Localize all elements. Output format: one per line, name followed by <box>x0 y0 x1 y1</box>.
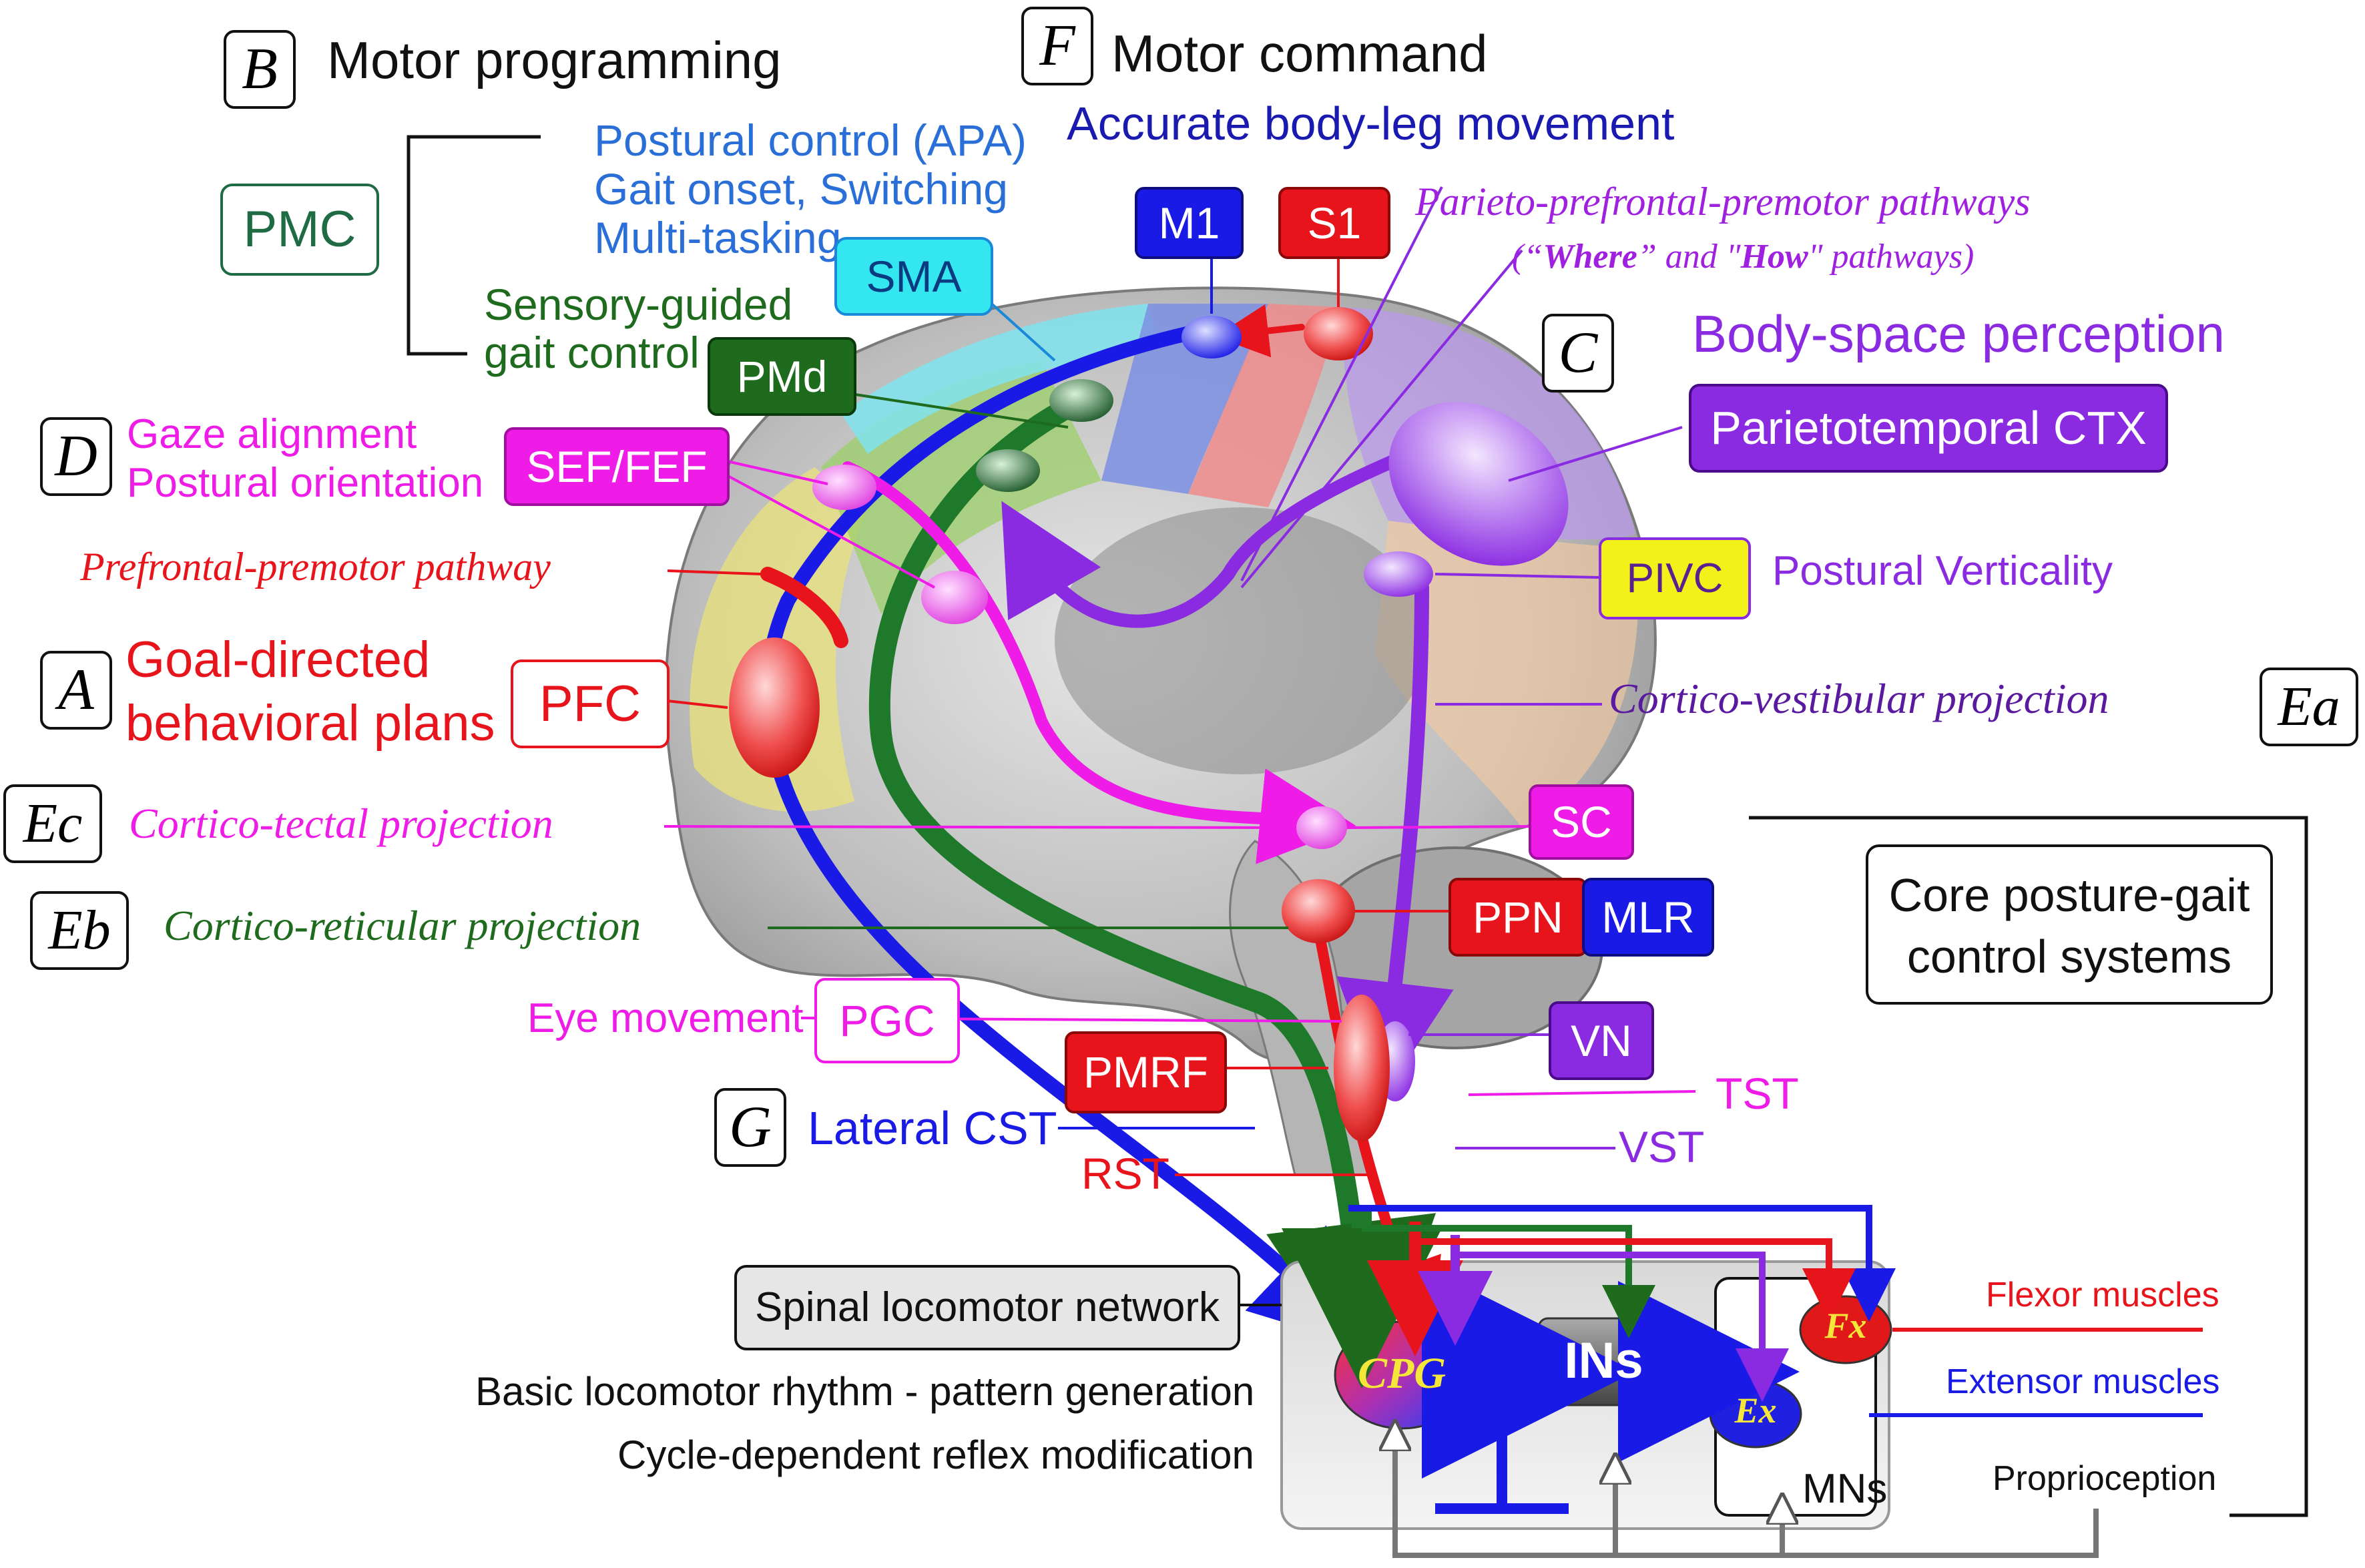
leader-lines <box>664 186 1696 1306</box>
pmrf-node <box>1334 995 1390 1141</box>
sef-fef-box: SEF/FEF <box>504 427 730 506</box>
ppn-box: PPN <box>1449 878 1587 957</box>
ex-label: Ex <box>1734 1390 1777 1430</box>
how-word: How <box>1740 238 1808 276</box>
spinal-network-box: Spinal locomotor network <box>734 1265 1240 1350</box>
m1-box: M1 <box>1135 187 1244 259</box>
sef-node <box>812 465 876 510</box>
brain-nodes <box>729 307 1569 1141</box>
letter-box-d: D <box>40 417 112 496</box>
vn-box: VN <box>1549 1001 1654 1080</box>
letter-box-c: C <box>1542 314 1614 393</box>
pgc-box: PGC <box>814 978 960 1063</box>
spinal-network <box>1280 1205 2203 1558</box>
flexor-muscles-label: Flexor muscles <box>1986 1276 2219 1314</box>
gaze-alignment: Gaze alignment <box>127 411 417 457</box>
cortico-reticular-label: Cortico-reticular projection <box>164 902 641 949</box>
core-systems-box: Core posture-gait control systems <box>1866 844 2273 1005</box>
where-how-label: (“Where” and "How" pathways) <box>1512 237 1974 276</box>
letter-box-a: A <box>40 651 112 730</box>
vst-label: VST <box>1619 1122 1705 1171</box>
parietotemporal-box: Parietotemporal CTX <box>1689 384 2168 473</box>
postural-orientation: Postural orientation <box>127 460 484 506</box>
body-space-title: Body-space perception <box>1692 304 2225 363</box>
basic-rhythm-label: Basic locomotor rhythm - pattern generat… <box>475 1369 1255 1414</box>
core-line-1: Core posture-gait <box>1888 869 2250 921</box>
pmc-blue-2: Gait onset, Switching <box>594 164 1008 214</box>
magenta-pathway <box>842 461 1356 864</box>
s1-node <box>1304 307 1373 360</box>
blue-pathway <box>760 323 1371 1349</box>
letter-box-f: F <box>1021 7 1093 85</box>
goal-directed: Goal-directed <box>125 631 431 688</box>
behavioral-plans: behavioral plans <box>125 695 495 752</box>
parieto-pathways-label: Parieto-prefrontal-premotor pathways <box>1415 180 2031 224</box>
purple-fan <box>1001 427 1469 628</box>
sc-box: SC <box>1529 784 1634 860</box>
mns-label: MNs <box>1802 1466 1888 1512</box>
motor-programming-title: Motor programming <box>327 31 782 89</box>
pmd-box: PMd <box>708 337 856 416</box>
pathways <box>760 304 1469 1394</box>
pmc-green-1: Sensory-guided <box>484 280 793 329</box>
cortico-vestibular-label: Cortico-vestibular projection <box>1609 675 2109 722</box>
pfc-node <box>729 637 820 778</box>
green-pathway <box>868 390 1436 1394</box>
s1-box: S1 <box>1278 187 1390 259</box>
where-word: Where <box>1543 238 1637 276</box>
sma-box: SMA <box>834 237 993 316</box>
prefrontal-premotor-label: Prefrontal-premotor pathway <box>80 545 551 589</box>
pivc-node <box>1364 551 1433 597</box>
ins-label: INs <box>1564 1332 1643 1389</box>
mlr-box: MLR <box>1582 878 1714 957</box>
lateral-cst-label: Lateral CST <box>808 1102 1057 1154</box>
gaze-node <box>921 571 988 624</box>
letter-box-b: B <box>224 30 296 109</box>
tst-label: TST <box>1716 1069 1799 1118</box>
pmc-blue-1: Postural control (APA) <box>594 115 1027 165</box>
cycle-dependent-label: Cycle-dependent reflex modification <box>617 1432 1254 1477</box>
sc-node <box>1296 806 1347 849</box>
proprioception-label: Proprioception <box>1993 1459 2217 1498</box>
pmc-box: PMC <box>220 184 379 276</box>
where-how-mid: ” and " <box>1637 238 1741 276</box>
eye-movement-label: Eye movement <box>527 995 804 1041</box>
pmc-blue-3: Multi-tasking <box>594 213 842 262</box>
pmc-green-2: gait control <box>484 328 700 377</box>
motor-command-title: Motor command <box>1111 24 1488 83</box>
letter-box-g: G <box>714 1088 786 1167</box>
purple-pathway <box>1336 580 1454 1100</box>
ppn-node <box>1282 879 1355 943</box>
bracket-lines <box>407 135 2308 1517</box>
letter-box-eb: Eb <box>30 891 129 970</box>
where-how-close: " pathways) <box>1808 238 1975 276</box>
accurate-movement: Accurate body-leg movement <box>1067 97 1675 150</box>
cpg-label: CPG <box>1358 1349 1446 1398</box>
pivc-box: PIVC <box>1599 537 1751 619</box>
parietotemporal-node <box>1388 402 1569 566</box>
letter-box-ec: Ec <box>3 784 102 863</box>
pmd-node-2 <box>976 449 1040 492</box>
fx-label: Fx <box>1824 1306 1867 1346</box>
pmrf-box: PMRF <box>1065 1031 1227 1113</box>
where-how-open: (“ <box>1512 238 1543 276</box>
rst-label: RST <box>1081 1149 1169 1198</box>
cortico-tectal-label: Cortico-tectal projection <box>129 800 553 847</box>
pfc-box: PFC <box>511 660 670 748</box>
pmd-node-1 <box>1049 379 1113 422</box>
core-line-2: control systems <box>1906 931 2232 983</box>
m1-node <box>1181 316 1242 358</box>
red-arc <box>760 567 848 648</box>
extensor-muscles-label: Extensor muscles <box>1946 1362 2220 1401</box>
letter-box-ea: Ea <box>2260 668 2358 746</box>
postural-verticality: Postural Verticality <box>1772 548 2113 594</box>
